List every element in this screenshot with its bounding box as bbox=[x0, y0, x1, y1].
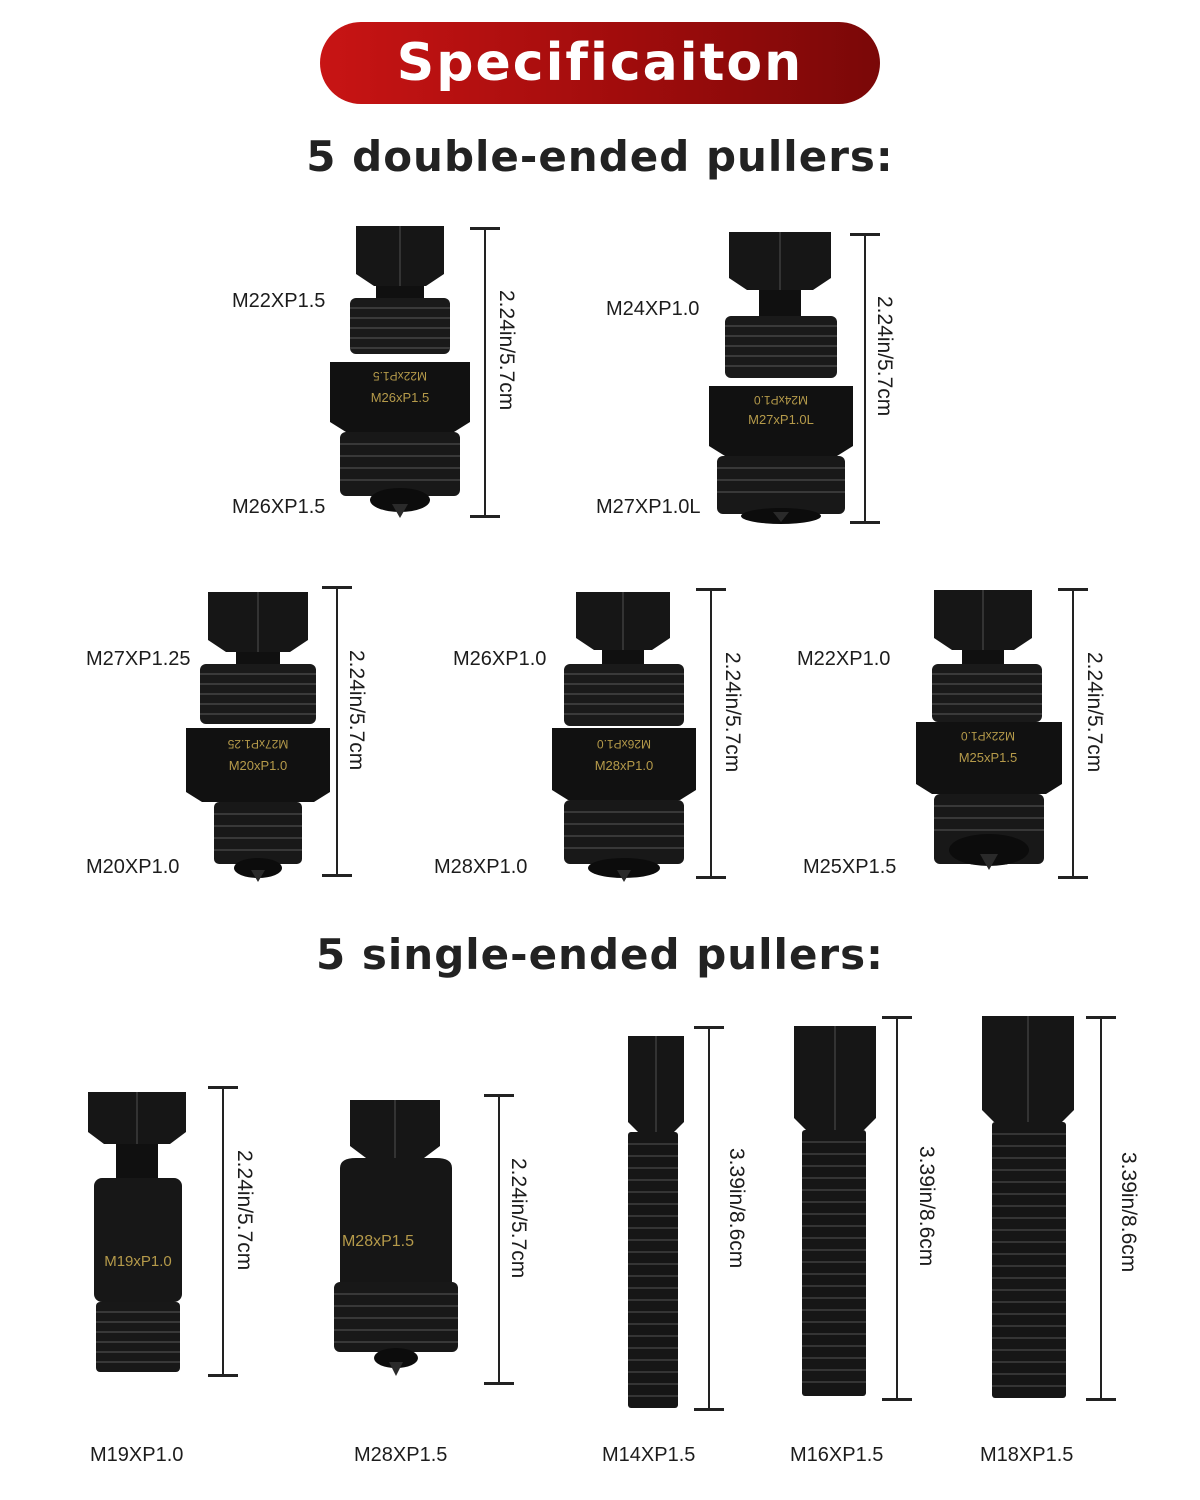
single-puller-1-dim-cap-bottom bbox=[208, 1374, 238, 1377]
double-puller-3-bottom-label: M20XP1.0 bbox=[86, 856, 180, 878]
double-puller-3-dim-bar bbox=[336, 587, 338, 877]
double-section-title: 5 double-ended pullers: bbox=[306, 132, 894, 181]
double-puller-2-dim-bar bbox=[864, 234, 866, 524]
single-puller-3-dim-bar bbox=[708, 1027, 710, 1411]
double-puller-3-top-label: M27XP1.25 bbox=[86, 648, 191, 670]
single-puller-3-dim-cap-bottom bbox=[694, 1408, 724, 1411]
double-puller-2-image: M24xP1.0 M27xP1.0L bbox=[705, 228, 865, 528]
single-puller-2-dim-bar bbox=[498, 1095, 500, 1385]
single-puller-5-size: 3.39in/8.6cm bbox=[1117, 1152, 1140, 1273]
single-puller-3-size: 3.39in/8.6cm bbox=[725, 1148, 748, 1269]
single-puller-4-size: 3.39in/8.6cm bbox=[915, 1146, 938, 1267]
double-puller-5-bottom-label: M25XP1.5 bbox=[803, 856, 897, 878]
single-puller-5-dim-cap-bottom bbox=[1086, 1398, 1116, 1401]
double-puller-1-dim-cap-bottom bbox=[470, 515, 500, 518]
single-section-title: 5 single-ended pullers: bbox=[316, 930, 884, 979]
double-puller-5-image: M22xP1.0 M25xP1.5 bbox=[912, 586, 1072, 886]
single-puller-2-size: 2.24in/5.7cm bbox=[507, 1158, 530, 1279]
double-puller-4-image: M26xP1.0 M28xP1.0 bbox=[548, 588, 708, 888]
double-puller-1-image: M22xP1.5 M26xP1.5 bbox=[320, 222, 480, 522]
single-puller-1-engrave: M19xP1.0 bbox=[104, 1253, 172, 1270]
double-puller-4-bottom-label: M28XP1.0 bbox=[434, 856, 528, 878]
double-puller-4-engrave-b: M28xP1.0 bbox=[595, 758, 654, 773]
single-puller-1-image: M19xP1.0 bbox=[84, 1088, 194, 1388]
single-puller-4-dim-cap-bottom bbox=[882, 1398, 912, 1401]
double-puller-2-size: 2.24in/5.7cm bbox=[873, 296, 896, 417]
single-puller-5-label: M18XP1.5 bbox=[980, 1444, 1074, 1466]
single-puller-3-label: M14XP1.5 bbox=[602, 1444, 696, 1466]
single-puller-5-dim-bar bbox=[1100, 1017, 1102, 1401]
single-puller-4-dim-bar bbox=[896, 1017, 898, 1401]
single-puller-2-label: M28XP1.5 bbox=[354, 1444, 448, 1466]
double-puller-1-dim-bar bbox=[484, 228, 486, 518]
double-puller-5-size: 2.24in/5.7cm bbox=[1083, 652, 1106, 773]
double-puller-5-engrave-b: M25xP1.5 bbox=[959, 750, 1018, 765]
double-puller-2-top-label: M24XP1.0 bbox=[606, 298, 700, 320]
single-puller-2-dim-cap-bottom bbox=[484, 1382, 514, 1385]
double-puller-3-engrave-a: M27xP1.25 bbox=[227, 737, 288, 751]
double-puller-2-engrave-a: M24xP1.0 bbox=[754, 393, 808, 407]
double-puller-2-bottom-label: M27XP1.0L bbox=[596, 496, 701, 518]
double-puller-1-engrave-b: M26xP1.5 bbox=[371, 390, 430, 405]
double-puller-3-dim-cap-bottom bbox=[322, 874, 352, 877]
double-puller-4-dim-bar bbox=[710, 589, 712, 879]
double-puller-3-size: 2.24in/5.7cm bbox=[345, 650, 368, 771]
single-puller-1-size: 2.24in/5.7cm bbox=[233, 1150, 256, 1271]
double-puller-4-dim-cap-bottom bbox=[696, 876, 726, 879]
title-banner: Specificaiton bbox=[320, 22, 880, 104]
single-puller-1-dim-bar bbox=[222, 1087, 224, 1377]
double-puller-3-image: M27xP1.25 M20xP1.0 bbox=[180, 588, 340, 888]
double-puller-1-size: 2.24in/5.7cm bbox=[495, 290, 518, 411]
single-puller-1-label: M19XP1.0 bbox=[90, 1444, 184, 1466]
single-puller-4-label: M16XP1.5 bbox=[790, 1444, 884, 1466]
double-puller-4-top-label: M26XP1.0 bbox=[453, 648, 547, 670]
double-puller-3-engrave-b: M20xP1.0 bbox=[229, 758, 288, 773]
double-puller-1-engrave-a: M22xP1.5 bbox=[373, 369, 427, 383]
page-title: Specificaiton bbox=[396, 33, 804, 93]
single-puller-2-engrave: M28xP1.5 bbox=[342, 1233, 414, 1250]
double-puller-5-top-label: M22XP1.0 bbox=[797, 648, 891, 670]
double-puller-5-engrave-a: M22xP1.0 bbox=[961, 729, 1015, 743]
double-puller-1-bottom-label: M26XP1.5 bbox=[232, 496, 326, 518]
double-puller-2-dim-cap-bottom bbox=[850, 521, 880, 524]
double-puller-1-top-label: M22XP1.5 bbox=[232, 290, 326, 312]
double-puller-4-engrave-a: M26xP1.0 bbox=[597, 737, 651, 751]
double-puller-4-size: 2.24in/5.7cm bbox=[721, 652, 744, 773]
double-puller-5-dim-cap-bottom bbox=[1058, 876, 1088, 879]
single-puller-4-image bbox=[790, 1022, 890, 1402]
double-puller-2-engrave-b: M27xP1.0L bbox=[748, 412, 814, 427]
single-puller-2-image: M28xP1.5 bbox=[326, 1096, 466, 1386]
single-puller-3-image bbox=[614, 1032, 690, 1412]
double-puller-5-dim-bar bbox=[1072, 589, 1074, 879]
single-puller-5-image bbox=[978, 1012, 1082, 1402]
